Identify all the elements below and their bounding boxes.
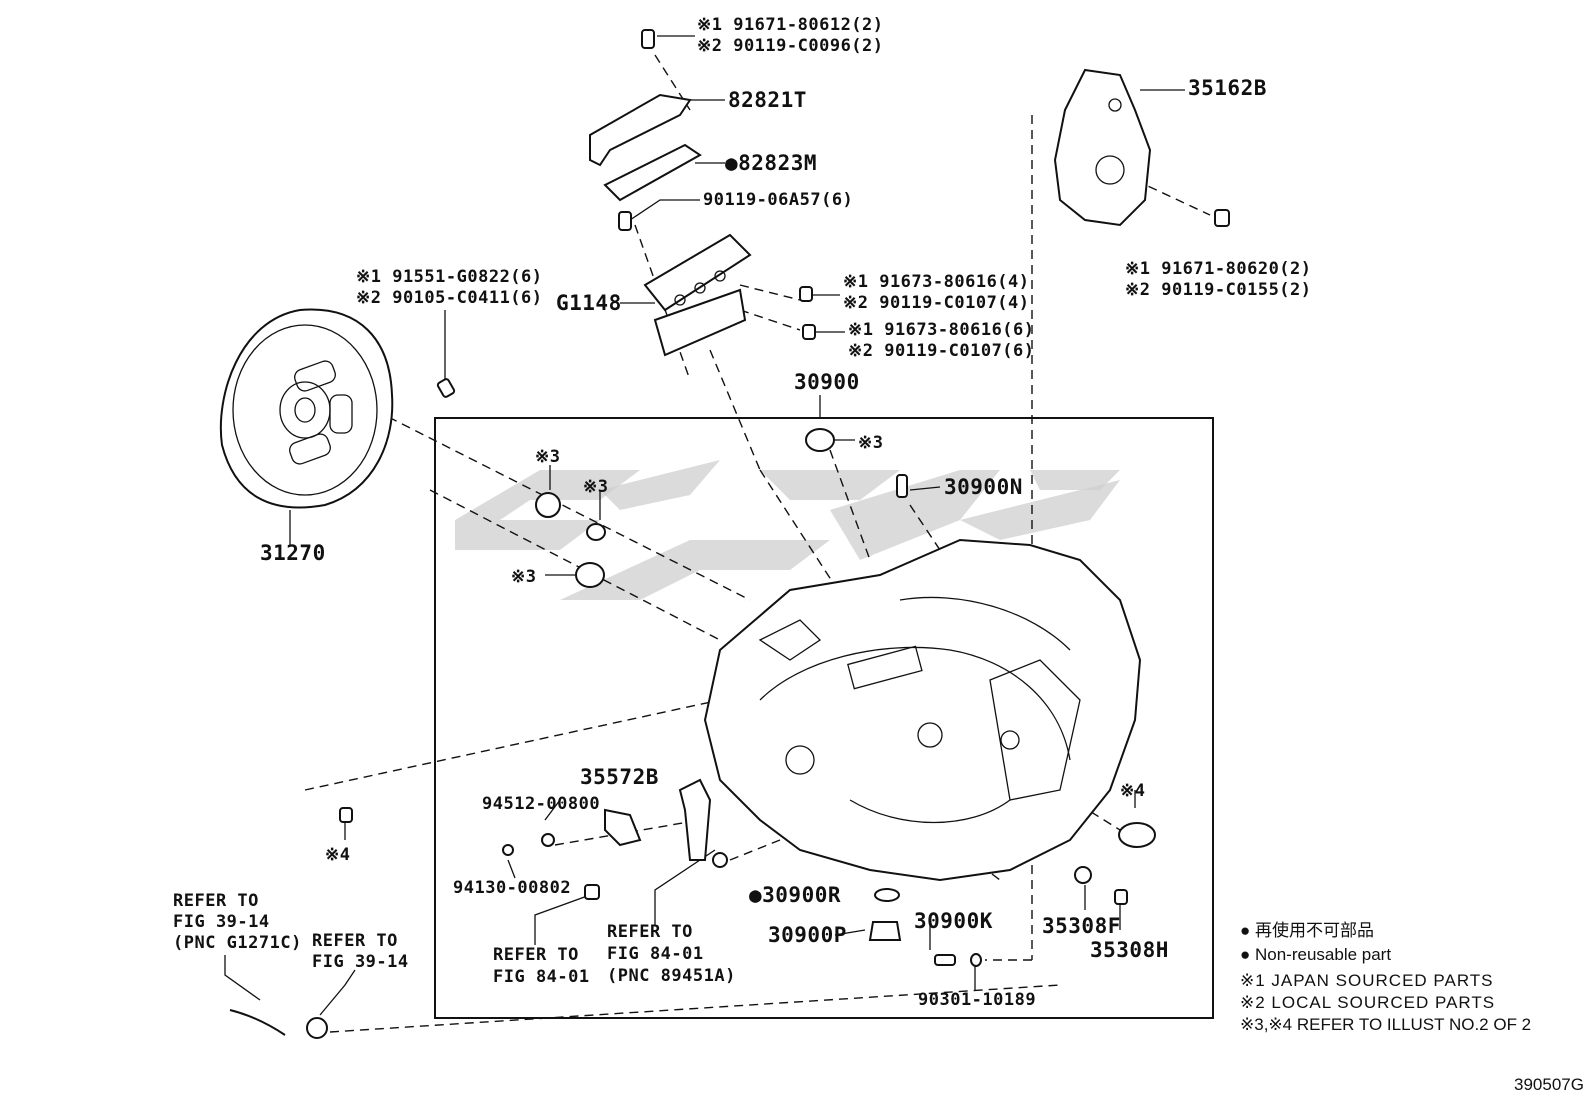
transaxle-assembly [703,538,1142,882]
label-s3a: ※3 [858,433,883,453]
label-s3c: ※3 [583,477,608,497]
label-35162B: 35162B [1188,76,1267,100]
refer-note-4-line-3: (PNC 89451A) [607,966,736,986]
refer-note-1-line-1: REFER TO [173,891,259,911]
label-90301: 90301-10189 [918,990,1036,1010]
refer-note-1-line-2: FIG 39-14 [173,912,270,932]
legend-line-1: ● 再使用不可部品 [1240,920,1374,940]
refer-note-1-line-3: (PNC G1271C) [173,933,302,953]
label-p2: ※2 90119-C0096(2) [697,36,884,56]
legend-line-4: ※2 LOCAL SOURCED PARTS [1240,993,1495,1012]
small-parts [229,29,1230,1039]
label-35308F: 35308F [1042,914,1121,938]
label-82821T: 82821T [728,88,807,112]
connector-g1148 [643,233,752,357]
figure-id: 390507G [1514,1075,1584,1094]
label-s3b: ※3 [535,447,560,467]
label-94130: 94130-00802 [453,878,571,898]
refer-note-3-line-2: FIG 84-01 [493,967,590,987]
label-g3: ※1 91673-80616(6) [848,320,1035,340]
label-g4: ※2 90119-C0107(6) [848,341,1035,361]
refer-note-3-line-1: REFER TO [493,945,579,965]
label-s4a: ※4 [1120,781,1145,801]
bracket-82821T [589,93,702,202]
label-G1148: G1148 [556,291,622,315]
legend-line-2: ● Non-reusable part [1240,945,1391,964]
label-35162B-bolt-1: ※1 91671-80620(2) [1125,259,1312,279]
label-30900K: 30900K [914,909,993,933]
legend: ● 再使用不可部品 ● Non-reusable part ※1 JAPAN S… [1240,920,1531,1034]
label-s3d: ※3 [511,567,536,587]
label-90119-06A57: 90119-06A57(6) [703,190,853,210]
label-g2: ※2 90119-C0107(4) [843,293,1030,313]
label-35308H: 35308H [1090,938,1169,962]
watermark-logo [455,460,1120,600]
legend-line-5: ※3,※4 REFER TO ILLUST NO.2 OF 2 [1240,1015,1531,1034]
label-30900: 30900 [794,370,860,394]
clutch-disc [219,308,394,509]
refer-note-4-line-2: FIG 84-01 [607,944,704,964]
label-p1: ※1 91671-80612(2) [697,15,884,35]
label-30900P: 30900P [768,923,847,947]
label-94512: 94512-00800 [482,794,600,814]
label-d2: ※2 90105-C0411(6) [356,288,543,308]
label-30900R: ●30900R [749,883,841,907]
refer-note-2-line-2: FIG 39-14 [312,952,409,972]
transaxle-frame [434,417,1214,1019]
heat-insulator [1053,68,1152,227]
label-35572B: 35572B [580,765,659,789]
label-g1: ※1 91673-80616(4) [843,272,1030,292]
label-30900N: 30900N [944,475,1023,499]
refer-note-4-line-1: REFER TO [607,922,693,942]
label-s4b: ※4 [325,845,350,865]
label-82823M: ●82823M [725,151,817,175]
label-35162B-bolt-2: ※2 90119-C0155(2) [1125,280,1312,300]
label-31270: 31270 [260,541,326,565]
refer-note-2-line-1: REFER TO [312,931,398,951]
legend-line-3: ※1 JAPAN SOURCED PARTS [1240,971,1494,990]
label-d1: ※1 91551-G0822(6) [356,267,543,287]
